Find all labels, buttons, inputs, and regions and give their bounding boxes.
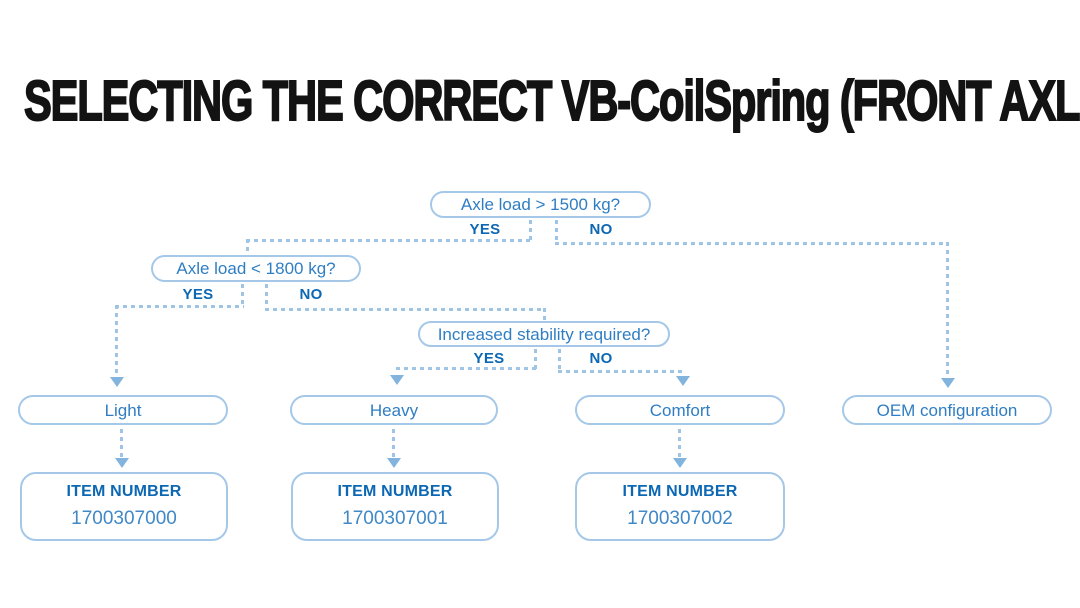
result-label: Heavy xyxy=(369,400,419,420)
result-pill-heavy: Heavy xyxy=(290,395,498,425)
connector-d1-no-horizontal xyxy=(555,242,949,245)
arrow-down-icon xyxy=(115,458,129,468)
connector-d1-yes-stub xyxy=(529,220,532,242)
connector-d3-yes-stub xyxy=(534,349,537,369)
result-label: Light xyxy=(104,400,142,420)
branch-label-no-d3: NO xyxy=(589,350,613,367)
item-number-value: 1700307002 xyxy=(627,508,733,529)
item-number-heading: ITEM NUMBER xyxy=(66,483,182,500)
branch-label-no-d1: NO xyxy=(589,221,613,238)
decision-box-axle-load-1500: Axle load > 1500 kg? xyxy=(430,191,651,218)
branch-label-yes-d2: YES xyxy=(182,286,214,303)
connector-d2-yes-drop xyxy=(115,305,118,377)
connector-d1-yes-horizontal xyxy=(246,239,532,242)
item-number-value: 1700307001 xyxy=(342,508,448,529)
connector-light-item xyxy=(120,429,123,459)
connector-d3-yes-horizontal xyxy=(396,367,537,370)
connector-heavy-item xyxy=(392,429,395,459)
connector-d2-no-horizontal xyxy=(265,308,546,311)
item-box-heavy: ITEM NUMBER 1700307001 xyxy=(291,472,499,541)
connector-d2-yes-stub xyxy=(241,284,244,307)
connector-d1-no-drop xyxy=(946,242,949,378)
connector-d2-no-drop xyxy=(543,308,546,322)
result-label: Comfort xyxy=(649,400,711,420)
arrow-down-icon xyxy=(673,458,687,468)
decision-box-stability: Increased stability required? xyxy=(418,321,670,347)
arrow-down-icon xyxy=(676,376,690,386)
connector-d3-no-stub xyxy=(558,349,561,372)
connector-d1-no-stub xyxy=(555,220,558,244)
connector-d1-yes-drop xyxy=(246,239,249,255)
decision-question: Axle load > 1500 kg? xyxy=(460,195,621,214)
connector-d2-no-stub xyxy=(265,284,268,310)
arrow-down-icon xyxy=(390,375,404,385)
result-pill-light: Light xyxy=(18,395,228,425)
item-number-heading: ITEM NUMBER xyxy=(337,483,453,500)
branch-label-yes-d3: YES xyxy=(473,350,505,367)
connector-d2-yes-horizontal xyxy=(115,305,244,308)
item-number-value: 1700307000 xyxy=(71,508,177,529)
connector-comfort-item xyxy=(678,429,681,459)
connector-d3-no-horizontal xyxy=(558,370,686,373)
decision-box-axle-load-1800: Axle load < 1800 kg? xyxy=(151,255,361,282)
arrow-down-icon xyxy=(941,378,955,388)
result-label: OEM configuration xyxy=(876,400,1018,420)
result-pill-oem-configuration: OEM configuration xyxy=(842,395,1052,425)
arrow-down-icon xyxy=(110,377,124,387)
item-number-heading: ITEM NUMBER xyxy=(622,483,738,500)
branch-label-yes-d1: YES xyxy=(469,221,501,238)
arrow-down-icon xyxy=(387,458,401,468)
page-title: SELECTING THE CORRECT VB-CoilSpring (FRO… xyxy=(23,68,1080,134)
result-pill-comfort: Comfort xyxy=(575,395,785,425)
item-box-comfort: ITEM NUMBER 1700307002 xyxy=(575,472,785,541)
item-box-light: ITEM NUMBER 1700307000 xyxy=(20,472,228,541)
decision-question: Axle load < 1800 kg? xyxy=(176,259,336,278)
decision-question: Increased stability required? xyxy=(437,324,651,344)
branch-label-no-d2: NO xyxy=(299,286,323,303)
